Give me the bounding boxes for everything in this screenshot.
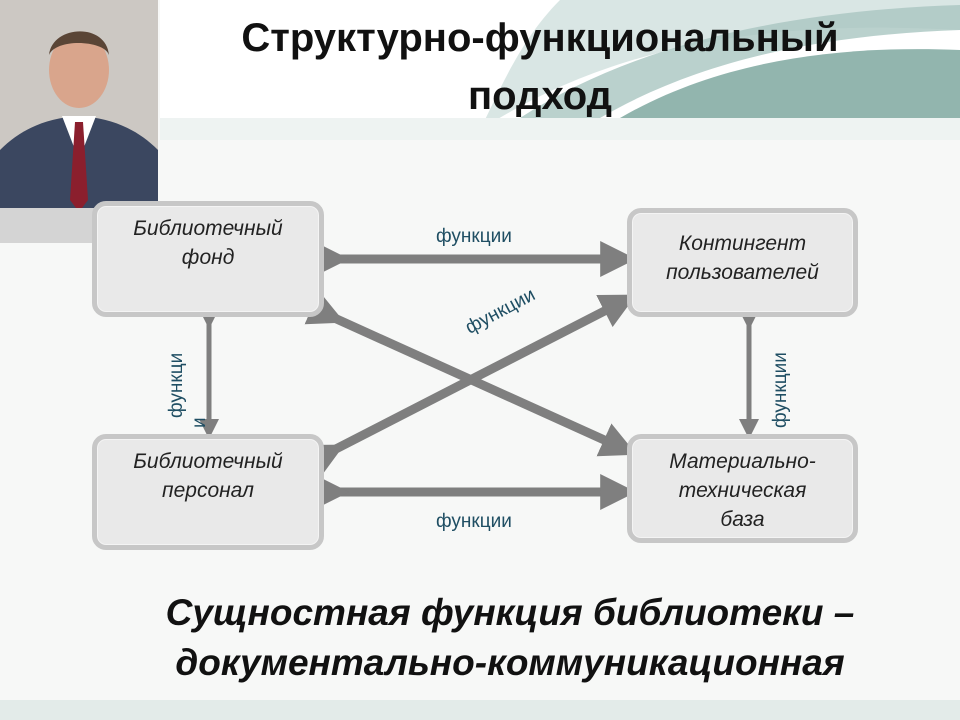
node-library-collection: Библиотечный фонд (92, 201, 324, 317)
arrow-staff-users (304, 294, 637, 478)
edge-label-left-part-1: функци (166, 352, 187, 418)
conclusion-line-2: документально-коммуникационная (175, 642, 845, 683)
node-user-contingent-line-1: Контингент (678, 232, 807, 255)
edge-label-left-part-2: и (189, 417, 210, 428)
node-material-base: Материально- техническая база (627, 434, 858, 543)
node-library-staff-line-1: Библиотечный (133, 450, 283, 473)
node-library-staff-line-2: персонал (162, 479, 254, 502)
node-user-contingent-line-2: пользователей (666, 261, 819, 284)
edge-label-top: функции (436, 226, 512, 247)
node-user-contingent: Контингент пользователей (627, 208, 858, 317)
slide-title-line-2: подход (467, 74, 612, 118)
node-library-collection-line-2: фонд (181, 246, 235, 269)
edge-label-right: функции (770, 352, 791, 428)
node-material-base-line-1: Материально- (669, 450, 816, 473)
node-library-staff: Библиотечный персонал (92, 434, 324, 550)
edge-label-bottom: функции (436, 511, 512, 532)
node-material-base-line-2: техническая (678, 479, 807, 502)
portrait-photo (0, 0, 158, 243)
slide-title-line-1: Структурно-функциональный (241, 16, 839, 60)
conclusion-line-1: Сущностная функция библиотеки – (165, 592, 855, 633)
node-material-base-line-3: база (720, 508, 765, 531)
node-library-collection-line-1: Библиотечный (133, 217, 283, 240)
